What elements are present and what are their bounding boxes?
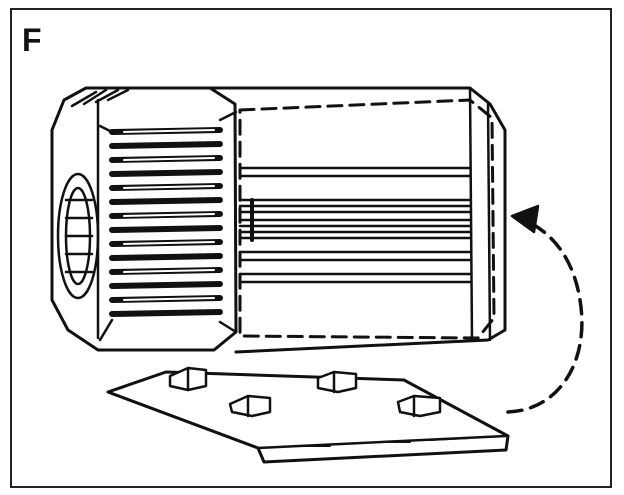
motor-housing-icon	[50, 86, 507, 354]
dashed-curved-arrow-icon	[506, 204, 584, 414]
mounting-base-plate-icon	[106, 366, 510, 464]
panel-letter: F	[22, 22, 42, 58]
